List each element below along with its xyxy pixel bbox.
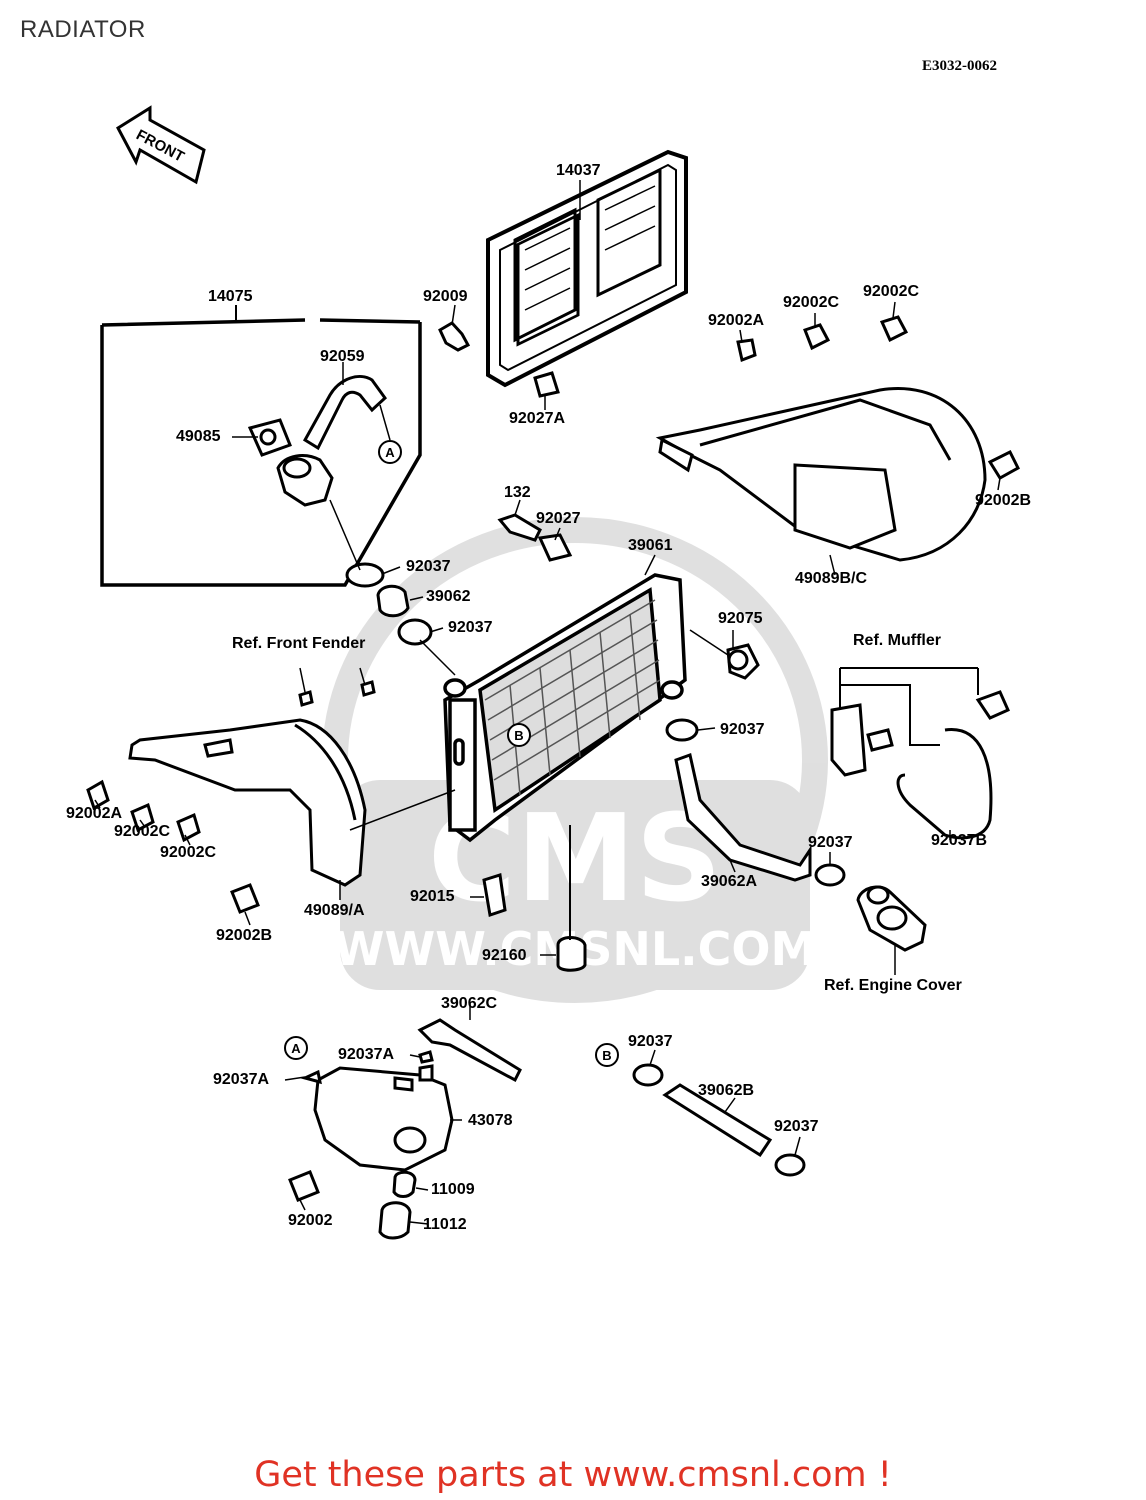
callout-92037-f[interactable]: 92037 xyxy=(774,1118,819,1135)
radiator-39061 xyxy=(443,573,687,843)
callout-39062[interactable]: 39062 xyxy=(426,588,471,605)
callout-92037-b[interactable]: 92037 xyxy=(448,619,493,636)
hose-39062B xyxy=(632,1063,806,1177)
leader-lines xyxy=(94,180,1001,1225)
callout-92037-a[interactable]: 92037 xyxy=(406,558,451,575)
callout-92037A-upper[interactable]: 92037A xyxy=(338,1046,395,1063)
callout-39061[interactable]: 39061 xyxy=(628,537,673,554)
page-title: RADIATOR xyxy=(20,16,146,43)
hose-39062A xyxy=(665,718,846,887)
callout-92027A[interactable]: 92027A xyxy=(509,410,566,427)
callout-92037A-lower[interactable]: 92037A xyxy=(213,1071,270,1088)
footer-link[interactable]: Get these parts at www.cmsnl.com ! xyxy=(254,1455,892,1495)
callout-39062B[interactable]: 39062B xyxy=(698,1082,755,1099)
callout-49085[interactable]: 49085 xyxy=(176,428,221,445)
callout-92002A-top[interactable]: 92002A xyxy=(708,312,765,329)
marker-a-top-label: A xyxy=(385,445,395,460)
callout-92015[interactable]: 92015 xyxy=(410,888,455,905)
hose-kit-14075-outline xyxy=(100,305,422,587)
grommet-92075 xyxy=(726,643,760,680)
marker-b-hose xyxy=(595,1043,619,1067)
callout-132[interactable]: 132 xyxy=(504,484,531,501)
callout-92002[interactable]: 92002 xyxy=(288,1212,333,1229)
callout-92009[interactable]: 92009 xyxy=(423,288,468,305)
callout-92002C-left-1[interactable]: 92002C xyxy=(114,823,171,840)
callout-39062A[interactable]: 39062A xyxy=(701,873,758,890)
marker-a-tank-label: A xyxy=(291,1041,301,1056)
radiator-cover-right-49089BC xyxy=(655,387,987,562)
callout-43078[interactable]: 43078 xyxy=(468,1112,513,1129)
marker-b-radiator xyxy=(507,723,531,747)
callout-92027[interactable]: 92027 xyxy=(536,510,581,527)
marker-b-hose-label: B xyxy=(602,1048,611,1063)
callout-49089A[interactable]: 49089/A xyxy=(304,902,365,919)
callout-92002B-right[interactable]: 92002B xyxy=(975,492,1032,509)
callout-92002B-left[interactable]: 92002B xyxy=(216,927,273,944)
callout-11012[interactable]: 11012 xyxy=(423,1216,467,1233)
callout-39062C[interactable]: 39062C xyxy=(441,995,498,1012)
callout-92002C-top-middle[interactable]: 92002C xyxy=(783,294,840,311)
callout-14037[interactable]: 14037 xyxy=(556,162,601,179)
bolts-top-row xyxy=(438,315,1020,562)
filler-neck-49085 xyxy=(247,418,334,507)
hose-92059 xyxy=(302,375,387,451)
callout-11009[interactable]: 11009 xyxy=(431,1181,475,1198)
ref-front-fender: Ref. Front Fender xyxy=(232,635,366,652)
reservoir-tank-43078 xyxy=(288,1018,522,1240)
callout-92002A-left[interactable]: 92002A xyxy=(66,805,123,822)
front-direction-arrow: FRONT xyxy=(116,105,206,185)
reference-markers xyxy=(284,440,619,1067)
ref-muffler: Ref. Muffler xyxy=(853,632,941,649)
callout-92160[interactable]: 92160 xyxy=(482,947,527,964)
callout-92037B[interactable]: 92037B xyxy=(931,832,988,849)
callout-92059[interactable]: 92059 xyxy=(320,348,365,365)
callout-92002C-top-right[interactable]: 92002C xyxy=(863,283,920,300)
radiator-screen-14037 xyxy=(486,149,688,388)
marker-a-top xyxy=(378,440,402,464)
clamp-and-hose-39062 xyxy=(345,562,433,646)
callout-92037-c[interactable]: 92037 xyxy=(720,721,765,738)
callout-92037-d[interactable]: 92037 xyxy=(808,834,853,851)
bolts-left xyxy=(86,779,260,914)
muffler-bracket xyxy=(830,667,1010,840)
engine-cover-fitting xyxy=(856,885,927,952)
diagram-code: E3032-0062 xyxy=(922,58,997,74)
callout-49089BC[interactable]: 49089B/C xyxy=(795,570,868,587)
marker-b-radiator-label: B xyxy=(514,728,523,743)
ref-engine-cover: Ref. Engine Cover xyxy=(824,977,962,994)
callout-92037-e[interactable]: 92037 xyxy=(628,1033,673,1050)
callout-92002C-left-2[interactable]: 92002C xyxy=(160,844,217,861)
marker-a-tank xyxy=(284,1036,308,1060)
callout-92075[interactable]: 92075 xyxy=(718,610,763,627)
radiator-cover-left-49089A xyxy=(128,680,376,887)
callout-14075[interactable]: 14075 xyxy=(208,288,253,305)
